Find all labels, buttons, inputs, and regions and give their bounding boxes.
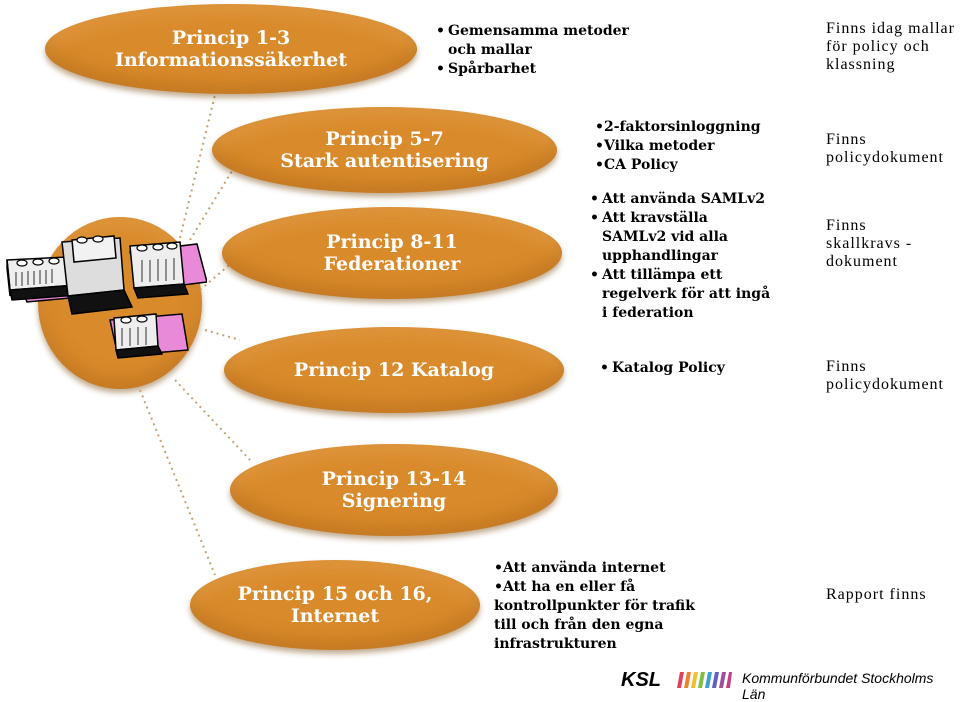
principle-2-line1: Princip 5-7 bbox=[325, 128, 444, 150]
connector-4 bbox=[204, 329, 241, 341]
principle-ellipse-4: Princip 12 Katalog bbox=[224, 327, 564, 413]
connector-6 bbox=[139, 389, 216, 576]
principle-5-line2: Signering bbox=[341, 490, 447, 512]
principle-ellipse-2: Princip 5-7 Stark autentisering bbox=[212, 107, 557, 193]
bullet-item: •Att ha en eller få kontrollpunkter för … bbox=[494, 579, 695, 652]
note-1: Finns idag mallar för policy och klassni… bbox=[826, 20, 955, 73]
footer-org-name: Kommunförbundet Stockholms Län bbox=[742, 670, 934, 702]
bullet-item: Gemensamma metoder och mallar bbox=[436, 22, 636, 60]
connector-3 bbox=[199, 259, 236, 291]
principle-3-line1: Princip 8-11 bbox=[326, 231, 458, 253]
principle-1-line2: Informationssäkerhet bbox=[114, 49, 348, 71]
connector-1 bbox=[179, 94, 216, 239]
bullet-item: Att använda SAMLv2 bbox=[590, 190, 775, 209]
bullet-item: •2-faktorsinloggning bbox=[595, 119, 761, 135]
bullet-item: •Att använda internet bbox=[494, 560, 666, 576]
bullet-item: Att tillämpa ett regelverk för att ingå … bbox=[590, 266, 775, 323]
bullets-principle-6: •Att använda internet •Att ha en eller f… bbox=[494, 559, 704, 654]
connector-5 bbox=[174, 379, 251, 461]
lego-blocks-icon bbox=[6, 235, 207, 359]
connector-2 bbox=[189, 157, 241, 241]
ksl-logo: KSL bbox=[621, 669, 661, 691]
principle-ellipse-1: Princip 1-3 Informationssäkerhet bbox=[45, 4, 417, 94]
ksl-stripes-icon bbox=[677, 672, 732, 688]
bullet-item: Katalog Policy bbox=[600, 359, 780, 378]
note-3: Finns skallkravs - dokument bbox=[826, 217, 913, 270]
bullet-item: Spårbarhet bbox=[436, 60, 636, 79]
principle-ellipse-3: Princip 8-11 Federationer bbox=[222, 207, 562, 299]
bullets-principle-1: Gemensamma metoder och mallar Spårbarhet bbox=[436, 22, 636, 79]
note-4: Finns policydokument bbox=[826, 358, 944, 393]
note-2: Finns policydokument bbox=[826, 131, 944, 166]
bullets-principle-4: Katalog Policy bbox=[600, 359, 780, 378]
bullets-principle-3: Att använda SAMLv2 Att kravställa SAMLv2… bbox=[590, 190, 775, 323]
principle-1-line1: Princip 1-3 bbox=[171, 27, 291, 49]
bullet-item: Att kravställa SAMLv2 vid alla upphandli… bbox=[590, 209, 775, 266]
bullets-principle-2: •2-faktorsinloggning •Vilka metoder •CA … bbox=[595, 118, 775, 175]
principle-6-line2: Internet bbox=[290, 605, 380, 627]
principle-5-line1: Princip 13-14 bbox=[321, 468, 467, 490]
principle-2-line2: Stark autentisering bbox=[280, 150, 489, 172]
bullet-item: •CA Policy bbox=[595, 157, 678, 173]
principle-ellipse-6: Princip 15 och 16, Internet bbox=[190, 560, 480, 650]
principle-6-line1: Princip 15 och 16, bbox=[237, 583, 433, 605]
principle-4-line1: Princip 12 Katalog bbox=[293, 359, 495, 381]
note-5: Rapport finns bbox=[826, 586, 927, 603]
bullet-item: •Vilka metoder bbox=[595, 138, 715, 154]
principle-ellipse-5: Princip 13-14 Signering bbox=[230, 444, 558, 536]
principle-3-line2: Federationer bbox=[323, 253, 461, 275]
